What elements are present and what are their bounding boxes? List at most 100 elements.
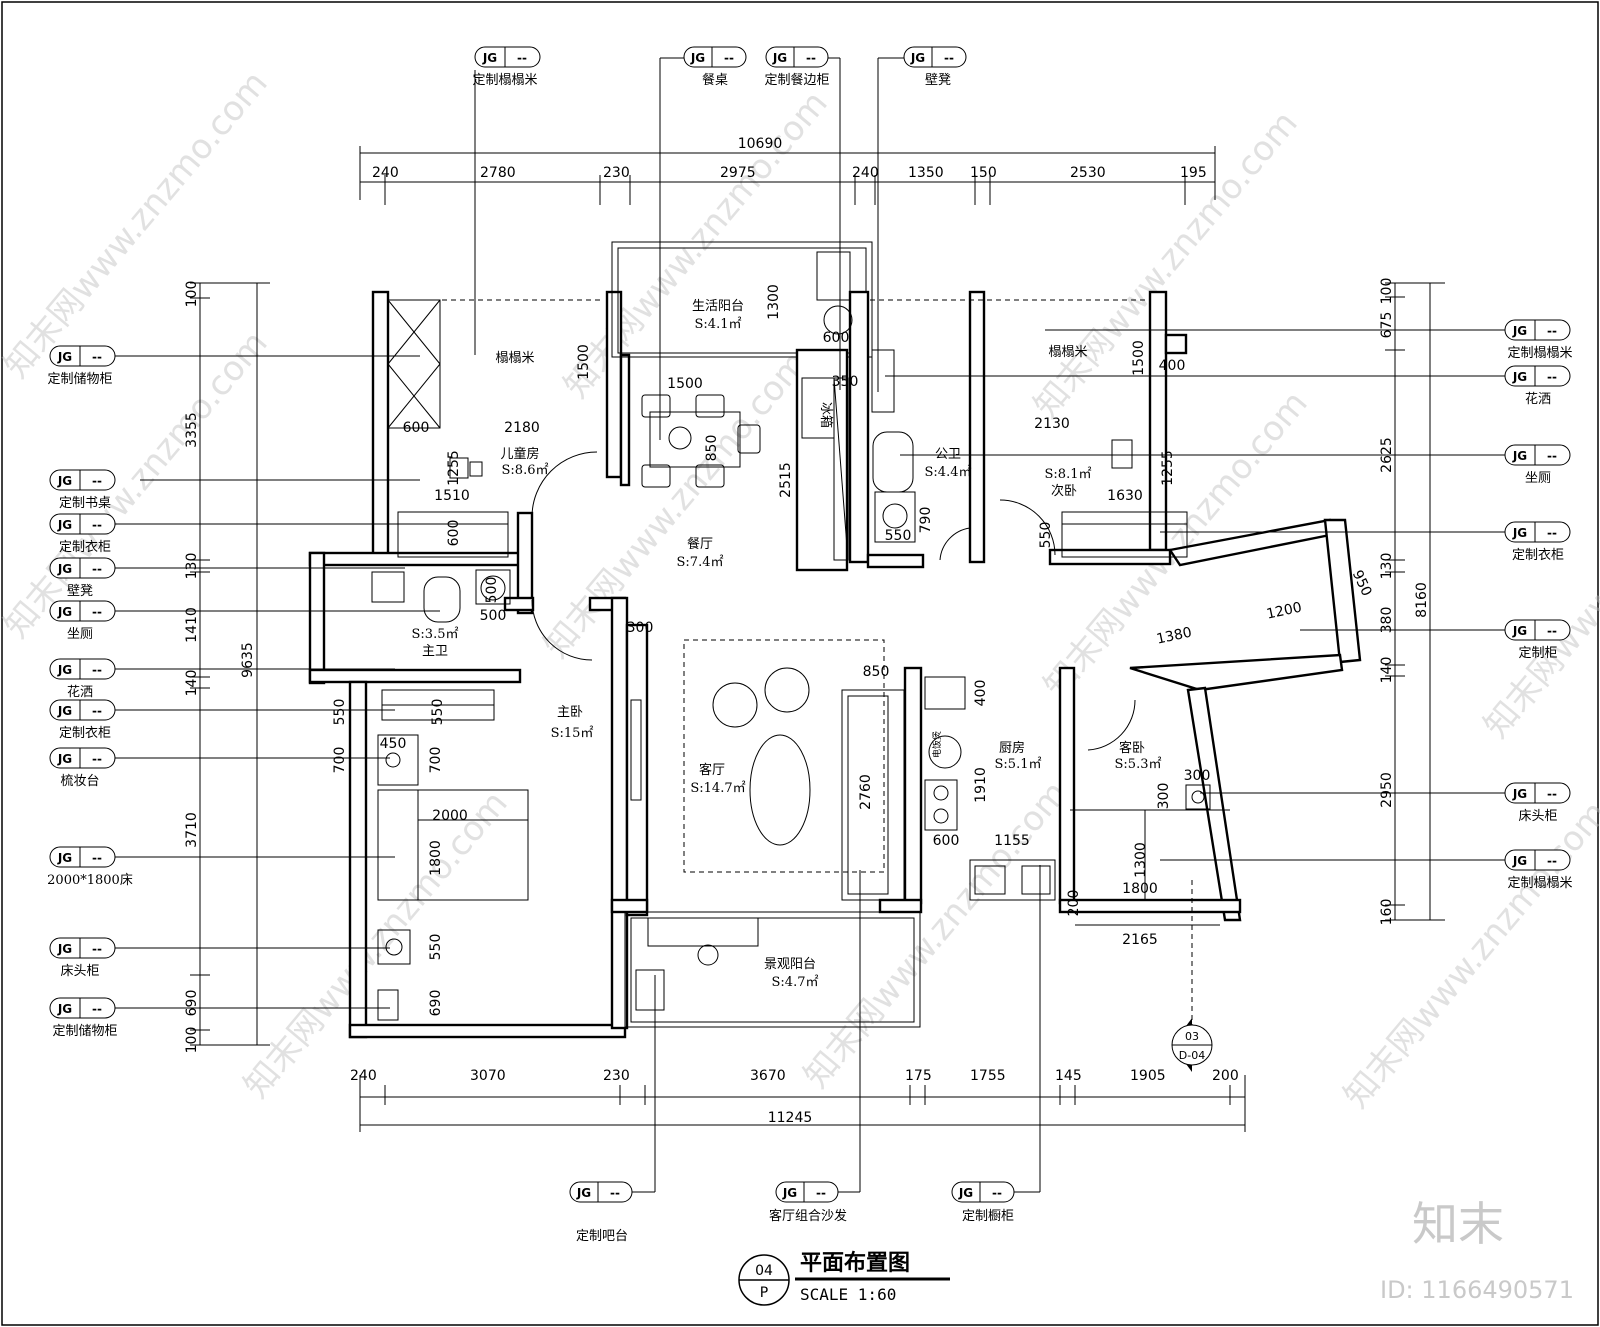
dim-bottom: 175 (905, 1068, 932, 1084)
dim-inner: 2000 (432, 808, 468, 824)
dim-inner: 1200 (1265, 600, 1303, 623)
tag-right: JG -- 定制柜 (1504, 619, 1571, 661)
dim-right-total: 8160 (1414, 582, 1430, 618)
dim-right: 675 (1379, 312, 1395, 339)
tag-num: -- (1547, 787, 1557, 801)
dim-right: 140 (1379, 657, 1395, 684)
tag-label: 花洒 (1525, 391, 1551, 407)
dim-inner: 300 (1184, 768, 1211, 784)
tag-left: JG -- 定制衣柜 (49, 513, 116, 555)
dim-inner: 1910 (973, 767, 989, 803)
tag-code: JG (482, 51, 497, 65)
section-no: 03 (1185, 1030, 1199, 1043)
tag-label: 定制榻榻米 (472, 73, 537, 88)
dim-inner: 550 (430, 699, 446, 726)
dim-right: 2950 (1379, 772, 1395, 808)
dim-bottom: 145 (1055, 1068, 1082, 1084)
dim-left-total: 9635 (240, 642, 256, 678)
tag-right: JG -- 定制衣柜 (1504, 521, 1571, 563)
tag-label: 定制储物柜 (52, 1024, 117, 1039)
dim-bottom: 1755 (970, 1068, 1006, 1084)
tag-bottom-sofa: JG -- 客厅组合沙发 (769, 1181, 847, 1224)
tag-code: JG (57, 562, 72, 576)
dim-right: 160 (1379, 899, 1395, 926)
brand-logo-text: 知末 (1412, 1197, 1504, 1251)
room-label-master: 主卧 (557, 705, 583, 720)
tag-code: JG (57, 704, 72, 718)
tag-right: JG -- 定制榻榻米 (1504, 319, 1573, 361)
fridge-label: 冰箱 (818, 402, 834, 428)
walls (308, 241, 1362, 1039)
tag-label: 坐厕 (1525, 471, 1551, 486)
dim-inner: 1800 (1122, 881, 1158, 897)
room-label-view-balcony: 景观阳台 (764, 957, 816, 972)
dim-inner: 1300 (766, 284, 782, 320)
tag-code: JG (1512, 324, 1527, 338)
dim-inner: 350 (832, 374, 859, 390)
tag-num: -- (724, 51, 734, 65)
dimension-lines (190, 146, 1445, 1132)
dim-left: 130 (184, 553, 200, 580)
dim-inner: 200 (1066, 890, 1082, 917)
dim-top: 2975 (720, 165, 756, 181)
tag-bottom-bar: JG -- 定制吧台 (569, 1181, 633, 1244)
dim-inner: 2760 (858, 774, 874, 810)
tag-top-sideboard: JG -- 定制餐边柜 (764, 46, 830, 88)
tag-left: JG -- 2000*1800床 (47, 846, 133, 888)
dim-inner: 2180 (504, 420, 540, 436)
tag-num: -- (517, 51, 527, 65)
tag-label: 定制书桌 (59, 496, 111, 511)
dim-inner: 2515 (778, 462, 794, 498)
dim-inner: 400 (973, 680, 989, 707)
tag-left: JG -- 壁凳 (49, 557, 116, 599)
tag-code: JG (1512, 370, 1527, 384)
tag-label: 定制餐边柜 (764, 72, 829, 88)
room-label-living: 客厅 (699, 762, 725, 778)
dim-inner: 1800 (428, 840, 444, 876)
dim-inner: 1510 (434, 488, 470, 504)
room-area-dining: S:7.4㎡ (677, 555, 724, 570)
tag-label: 床头柜 (1518, 809, 1557, 824)
tag-num: -- (92, 663, 102, 677)
tag-code: JG (57, 350, 72, 364)
tag-top-dining-table: JG -- 餐桌 (683, 46, 747, 88)
dim-left: 100 (184, 1027, 200, 1054)
dim-inner: 400 (1159, 358, 1186, 374)
tag-label: 定制衣柜 (59, 725, 111, 741)
appliance-label: 电饭煲 (931, 731, 943, 758)
dim-top: 2780 (480, 165, 516, 181)
tag-code: JG (772, 51, 787, 65)
tag-num: -- (92, 1002, 102, 1016)
drawing-title: 平面布置图 (800, 1250, 910, 1276)
room-area-view-balcony: S:4.7㎡ (772, 975, 819, 990)
dim-top: 1350 (908, 165, 944, 181)
dim-inner: 850 (704, 435, 720, 462)
dim-top: 2530 (1070, 165, 1106, 181)
dim-bottom: 3070 (470, 1068, 506, 1084)
furniture (371, 251, 1230, 1021)
tag-label: 梳妆台 (60, 774, 99, 789)
dimension-texts: 10690 240 2780 230 2975 240 1350 150 253… (184, 136, 1430, 1126)
section-marker: 03 D-04 (1171, 880, 1213, 1072)
dim-inner: 1155 (994, 833, 1030, 849)
watermark-text: 知末网www.znzmo.com (0, 324, 276, 646)
dim-inner: 300 (627, 620, 654, 636)
tag-code: JG (57, 942, 72, 956)
tag-bottom-cabinet: JG -- 定制橱柜 (951, 1181, 1015, 1224)
room-label-guest: 客卧 (1119, 740, 1145, 756)
tag-code: JG (57, 474, 72, 488)
tag-num: -- (816, 1186, 826, 1200)
tag-num: -- (92, 752, 102, 766)
tag-code: JG (1512, 624, 1527, 638)
dim-top: 150 (970, 165, 997, 181)
tag-num: -- (92, 942, 102, 956)
room-area-balcony: S:4.1㎡ (695, 317, 742, 332)
room-label-second-bed: 次卧 (1051, 483, 1077, 499)
dim-inner: 550 (1038, 522, 1054, 549)
room-area-master-wc: S:3.5㎡ (412, 627, 459, 642)
room-area-master: S:15㎡ (551, 726, 594, 741)
dim-inner: 500 (480, 608, 507, 624)
tag-code: JG (57, 752, 72, 766)
tag-label: 床头柜 (60, 964, 99, 979)
